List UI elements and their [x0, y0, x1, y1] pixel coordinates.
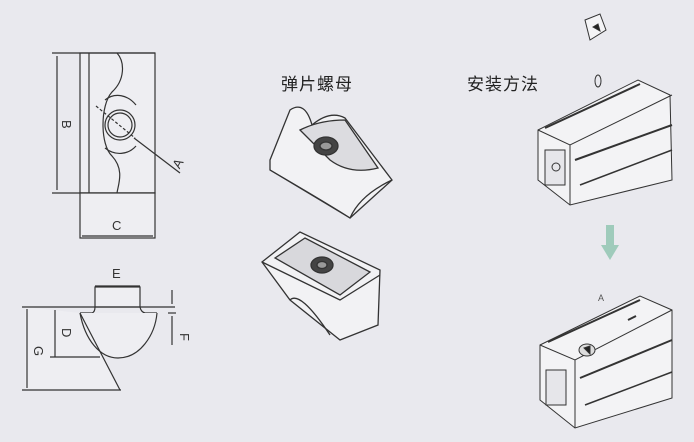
side-view-drawing	[22, 285, 176, 391]
aluminum-profile-after	[539, 295, 673, 429]
dimension-c-label: C	[112, 218, 121, 233]
installation-title: 安装方法	[467, 75, 539, 95]
dimension-d-label: D	[59, 328, 74, 337]
dimension-g-label: G	[31, 346, 46, 356]
dimension-f-label: F	[177, 333, 192, 341]
dimension-e-label: E	[112, 266, 121, 281]
spring-nut-bottom-illustration	[261, 231, 381, 341]
installation-a-label: A	[598, 293, 604, 303]
dimension-a-label: A	[169, 156, 186, 171]
spring-nut-title: 弹片螺母	[281, 75, 353, 95]
dimension-b-label: B	[59, 120, 74, 129]
spring-nut-top-illustration	[269, 106, 393, 219]
down-arrow-icon	[601, 225, 619, 260]
top-view-drawing	[52, 52, 181, 239]
aluminum-profile-before	[537, 79, 673, 206]
installation-nut-illustration	[584, 13, 607, 88]
